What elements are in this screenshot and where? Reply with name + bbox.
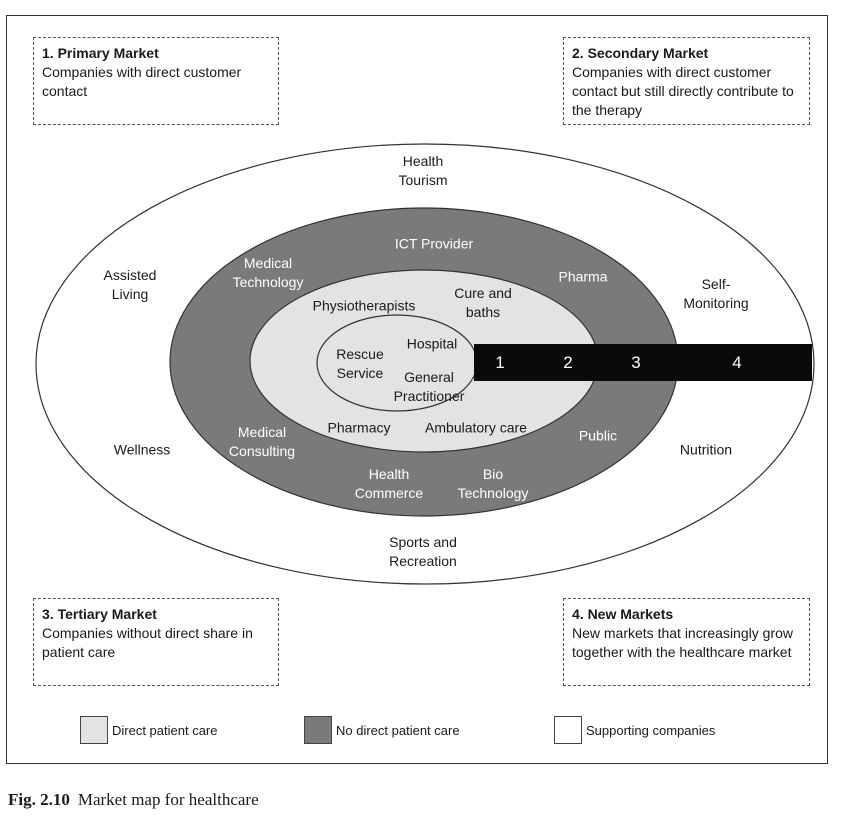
label-health-tourism: Health Tourism: [398, 153, 448, 188]
label-ambulatory-care: Ambulatory care: [425, 419, 527, 436]
secondary-market-box: 2. Secondary Market Companies with direc…: [563, 37, 810, 125]
bar-number-4: 4: [732, 353, 742, 372]
legend-label-no-direct: No direct patient care: [336, 722, 460, 738]
market-bar: [474, 344, 812, 381]
secondary-market-title: 2. Secondary Market: [572, 45, 709, 61]
label-pharma: Pharma: [558, 268, 608, 285]
secondary-market-text: Companies with direct customer contact b…: [572, 64, 794, 118]
legend-supporting-companies: Supporting companies: [554, 716, 715, 744]
label-rescue-service: Rescue Service: [336, 346, 384, 381]
label-assisted-living: Assisted Living: [103, 267, 157, 302]
legend-no-direct-patient-care: No direct patient care: [304, 716, 460, 744]
figure-caption: Fig. 2.10 Market map for healthcare: [8, 790, 259, 810]
legend-swatch-supporting: [554, 716, 582, 744]
label-medical-consulting: Medical Consulting: [228, 424, 296, 459]
label-sports-recreation: Sports and Recreation: [389, 534, 457, 569]
bar-number-1: 1: [495, 353, 505, 372]
legend-label-supporting: Supporting companies: [586, 722, 716, 738]
label-nutrition: Nutrition: [679, 441, 733, 458]
primary-market-text: Companies with direct customer contact: [42, 64, 242, 99]
legend-label-direct: Direct patient care: [112, 722, 218, 738]
label-public: Public: [578, 427, 618, 444]
primary-market-title: 1. Primary Market: [42, 45, 159, 61]
bar-number-3: 3: [631, 353, 641, 372]
label-self-monitoring: Self- Monitoring: [683, 276, 749, 311]
label-wellness: Wellness: [113, 441, 171, 458]
diagram-frame: [6, 15, 828, 764]
new-markets-title: 4. New Markets: [572, 606, 674, 622]
label-medical-technology: Medical Technology: [232, 255, 304, 290]
figure-number: Fig. 2.10: [8, 790, 70, 809]
legend-direct-patient-care: Direct patient care: [80, 716, 218, 744]
label-ict-provider: ICT Provider: [394, 235, 474, 252]
bar-number-2: 2: [563, 353, 573, 372]
figure-caption-text: Market map for healthcare: [77, 790, 259, 809]
new-markets-box: 4. New Markets New markets that increasi…: [563, 598, 810, 686]
label-pharmacy: Pharmacy: [327, 419, 391, 436]
tertiary-market-text: Companies without direct share in patien…: [42, 625, 253, 660]
label-health-commerce: Health Commerce: [354, 466, 424, 501]
label-hospital: Hospital: [406, 335, 458, 352]
legend-swatch-direct: [80, 716, 108, 744]
label-general-practitioner: General Practitioner: [393, 369, 465, 404]
label-cure-and-baths: Cure and baths: [454, 285, 512, 320]
new-markets-text: New markets that increasingly grow toget…: [572, 625, 793, 660]
legend-swatch-no-direct: [304, 716, 332, 744]
tertiary-market-title: 3. Tertiary Market: [42, 606, 157, 622]
label-physiotherapists: Physiotherapists: [312, 297, 416, 314]
primary-market-box: 1. Primary Market Companies with direct …: [33, 37, 279, 125]
tertiary-market-box: 3. Tertiary Market Companies without dir…: [33, 598, 279, 686]
label-bio-technology: Bio Technology: [457, 466, 529, 501]
